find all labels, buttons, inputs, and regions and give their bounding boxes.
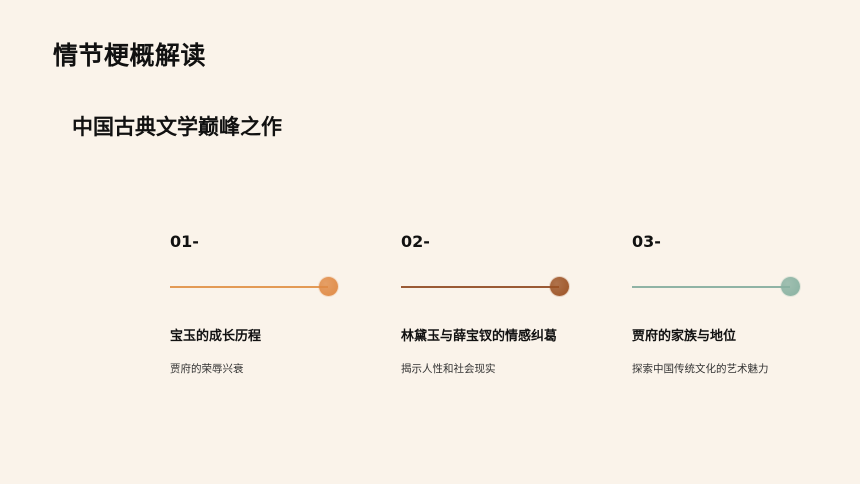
- step-description: 贾府的荣辱兴衰: [170, 363, 244, 375]
- step-heading: 宝玉的成长历程: [170, 329, 262, 344]
- step-number: 03-: [632, 232, 661, 251]
- step-description: 揭示人性和社会现实: [401, 363, 496, 375]
- step-heading: 林黛玉与薛宝钗的情感纠葛: [401, 329, 558, 344]
- page-subtitle: 中国古典文学巅峰之作: [72, 115, 282, 139]
- step-dot: [781, 277, 800, 296]
- step-line: [632, 286, 790, 288]
- step-heading: 贾府的家族与地位: [632, 329, 737, 344]
- step-description: 探索中国传统文化的艺术魅力: [632, 363, 769, 375]
- step-dot: [550, 277, 569, 296]
- step-line: [170, 286, 328, 288]
- page-title: 情节梗概解读: [53, 41, 207, 70]
- step-number: 02-: [401, 232, 430, 251]
- step-1: 01- 宝玉的成长历程 贾府的荣辱兴衰: [170, 232, 370, 392]
- step-line: [401, 286, 559, 288]
- step-dot: [319, 277, 338, 296]
- step-3: 03- 贾府的家族与地位 探索中国传统文化的艺术魅力: [632, 232, 832, 392]
- step-2: 02- 林黛玉与薛宝钗的情感纠葛 揭示人性和社会现实: [401, 232, 601, 392]
- step-number: 01-: [170, 232, 199, 251]
